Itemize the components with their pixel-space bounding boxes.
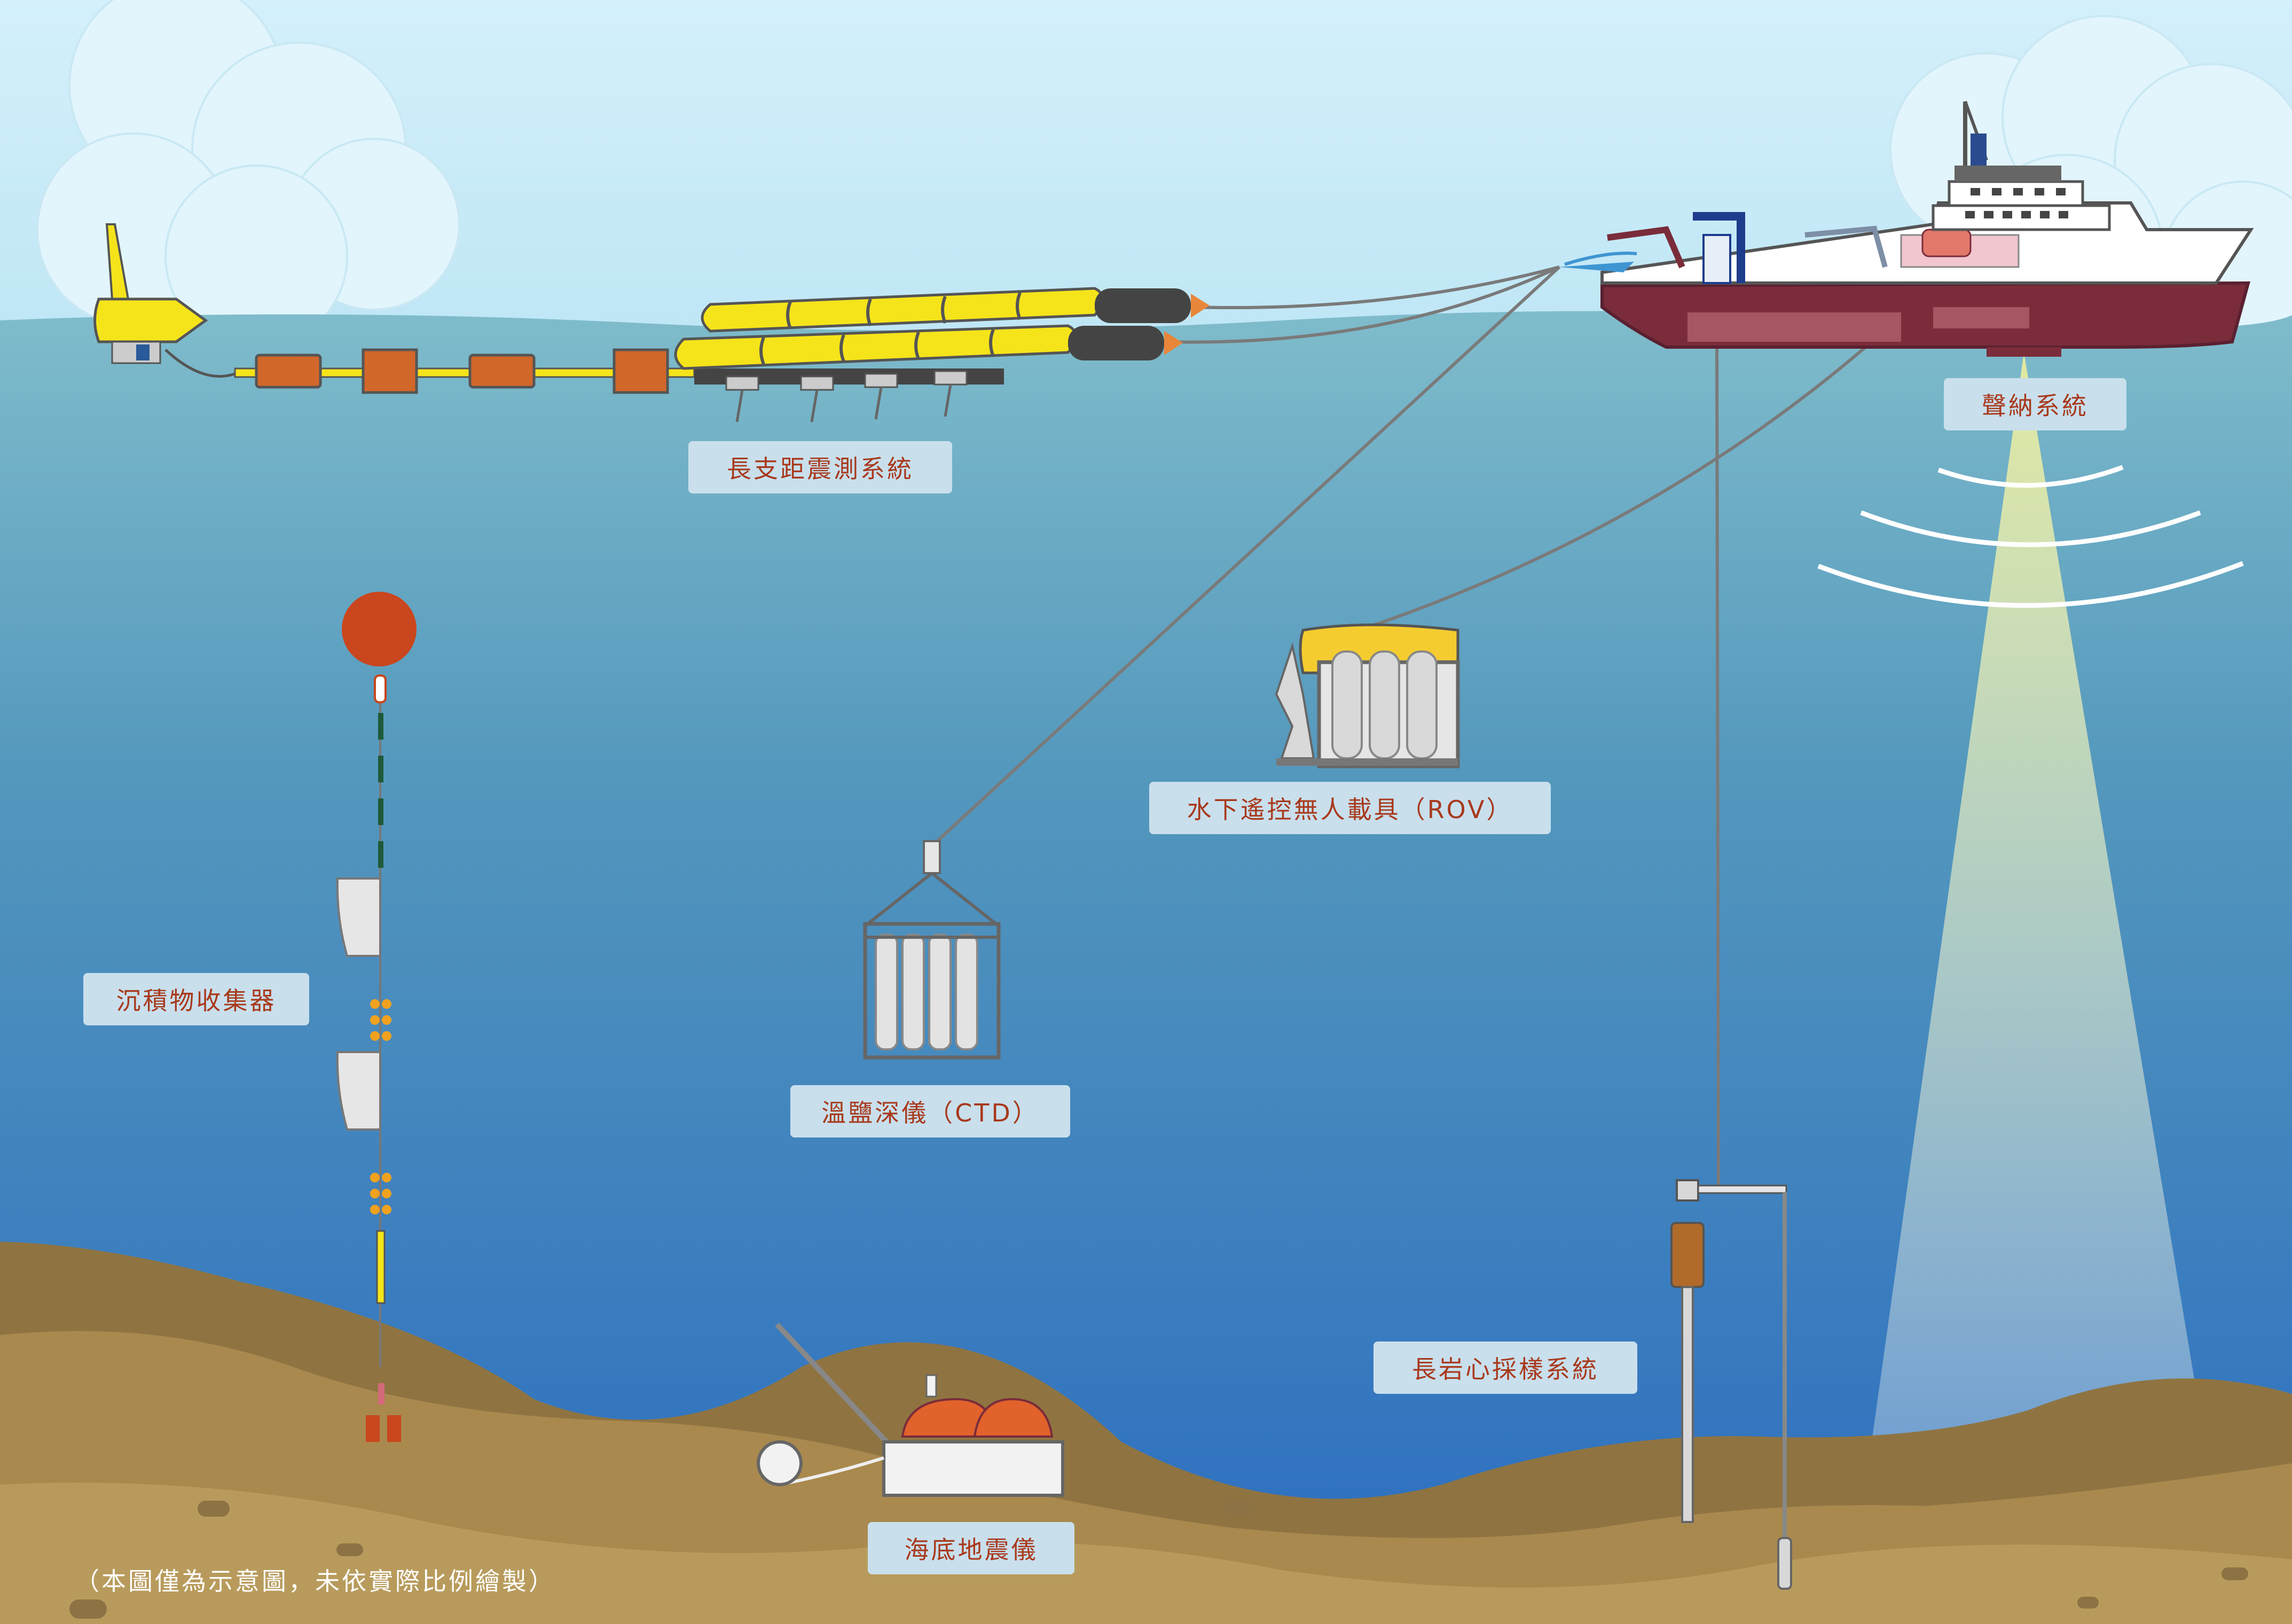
research-ship-icon [1559,100,2254,357]
rov-icon [1275,623,1460,768]
ocean-bottom-seismometer-icon [757,1322,1064,1497]
sediment-trap-icon [336,877,381,1131]
diagram-disclaimer: （本圖僅為示意圖，未依實際比例繪製） [75,1567,555,1596]
label-sediment-trap: 沉積物收集器 [83,973,309,1025]
tail-buoy-icon [93,223,236,378]
label-streamer-system: 長支距震測系統 [688,441,952,493]
label-obs: 海底地震儀 [868,1522,1074,1574]
streamer-array [234,287,1210,422]
sonar-beam [1853,352,2227,1575]
tow-cables [936,265,1873,1187]
sediment-trap-mooring [336,592,417,1442]
label-sonar-system: 聲納系統 [1944,378,2126,430]
clouds-left [36,0,460,348]
seabed-pebbles [69,1501,2248,1619]
sonar-waves [1817,465,2244,608]
seabed-front [0,1482,2292,1624]
ctd-rosette-icon [863,840,1001,1060]
label-rov: 水下遙控無人載具（ROV） [1149,782,1551,834]
piston-corer-icon [1670,1179,1792,1590]
label-long-core-system: 長岩心採樣系統 [1373,1341,1637,1394]
label-ctd: 溫鹽深儀（CTD） [790,1085,1070,1137]
